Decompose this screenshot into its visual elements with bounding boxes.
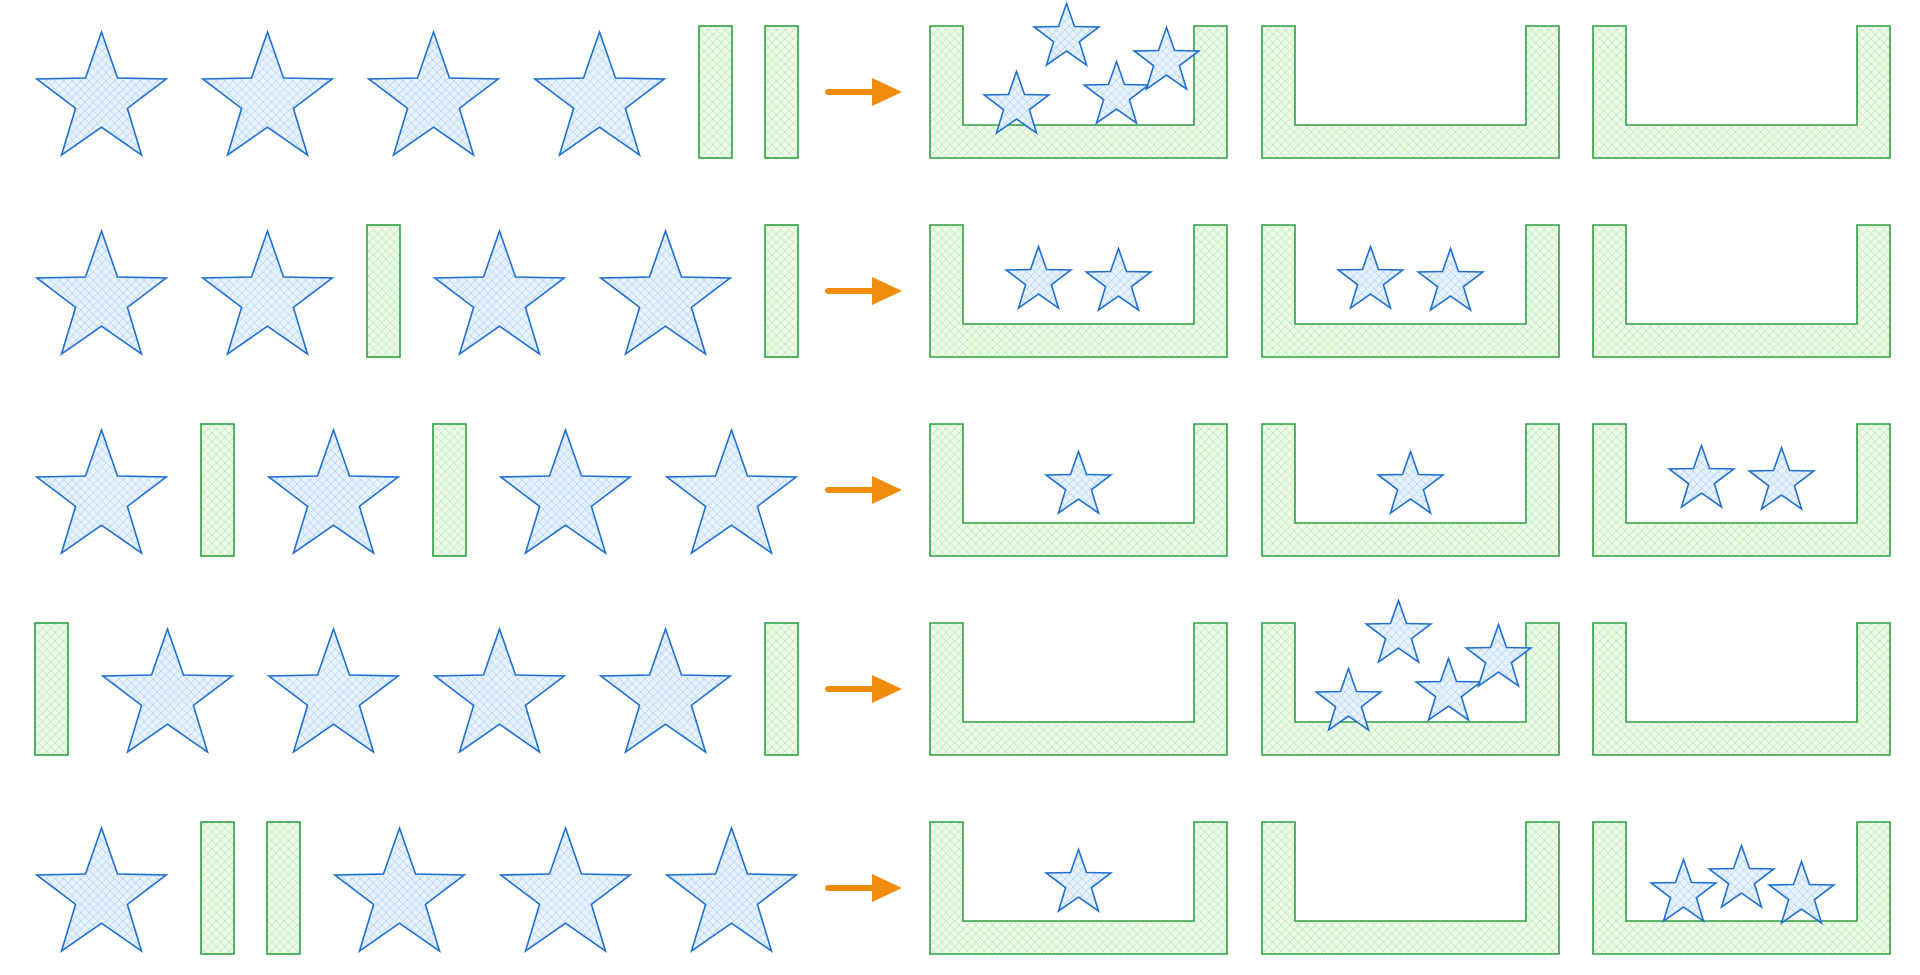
bin-star — [1415, 246, 1486, 312]
bin-star — [1083, 246, 1154, 312]
sequence-star — [266, 427, 401, 555]
sequence-bar — [764, 224, 799, 358]
sequence-star — [498, 825, 633, 953]
bin-2 — [1261, 224, 1560, 358]
arrow-icon — [825, 874, 902, 902]
sequence-star — [34, 427, 169, 555]
bin-3 — [1592, 25, 1891, 159]
bin-star — [981, 69, 1052, 135]
bin-3 — [1592, 821, 1891, 955]
bin-1 — [929, 224, 1228, 358]
bin-3 — [1592, 423, 1891, 557]
arrow-head — [872, 277, 902, 305]
bin-1 — [929, 423, 1228, 557]
bin-star — [1648, 857, 1719, 923]
sequence-star — [664, 427, 799, 555]
bin-star — [1081, 59, 1152, 125]
row-4 — [34, 598, 1891, 756]
bin-star — [1131, 25, 1202, 91]
arrow-head — [872, 874, 902, 902]
sequence-star — [34, 825, 169, 953]
bin-2 — [1261, 25, 1560, 159]
sequence-star — [598, 228, 733, 356]
bin-3 — [1592, 622, 1891, 756]
bin-star — [1666, 443, 1737, 509]
row-3 — [34, 423, 1891, 557]
bin-star — [1463, 622, 1534, 688]
bin-1 — [929, 622, 1228, 756]
bin-star — [1003, 244, 1074, 310]
sequence-star — [34, 29, 169, 157]
bin-1 — [929, 821, 1228, 955]
sequence-bar — [266, 821, 301, 955]
bin-star — [1413, 656, 1484, 722]
bin-2 — [1261, 423, 1560, 557]
sequence-star — [432, 228, 567, 356]
sequence-star — [200, 29, 335, 157]
sequence-bar — [34, 622, 69, 756]
bin-star — [1313, 666, 1384, 732]
sequence-star — [332, 825, 467, 953]
row-1 — [34, 1, 1891, 159]
sequence-star — [664, 825, 799, 953]
arrow-head — [872, 675, 902, 703]
bin-star — [1031, 1, 1102, 67]
sequence-star — [266, 626, 401, 754]
sequence-star — [498, 427, 633, 555]
sequence-star — [366, 29, 501, 157]
sequence-star — [200, 228, 335, 356]
bin-star — [1746, 445, 1817, 511]
bin-2 — [1261, 821, 1560, 955]
sequence-bar — [200, 423, 235, 557]
sequence-star — [100, 626, 235, 754]
arrow-icon — [825, 476, 902, 504]
arrow-icon — [825, 78, 902, 106]
sequence-star — [532, 29, 667, 157]
arrow-icon — [825, 277, 902, 305]
bin-star — [1766, 859, 1837, 925]
sequence-star — [432, 626, 567, 754]
sequence-bar — [432, 423, 467, 557]
sequence-star — [598, 626, 733, 754]
sequence-star — [34, 228, 169, 356]
row-5 — [34, 821, 1891, 955]
bin-star — [1706, 843, 1777, 909]
sequence-bar — [200, 821, 235, 955]
row-2 — [34, 224, 1891, 358]
bin-star — [1043, 449, 1114, 515]
arrow-icon — [825, 675, 902, 703]
sequence-bar — [698, 25, 733, 159]
arrow-head — [872, 476, 902, 504]
sequence-bar — [764, 25, 799, 159]
sequence-bar — [366, 224, 401, 358]
bin-star — [1375, 449, 1446, 515]
bin-star — [1043, 847, 1114, 913]
sequence-bar — [764, 622, 799, 756]
bin-3 — [1592, 224, 1891, 358]
bin-star — [1363, 598, 1434, 664]
bin-star — [1335, 244, 1406, 310]
arrow-head — [872, 78, 902, 106]
